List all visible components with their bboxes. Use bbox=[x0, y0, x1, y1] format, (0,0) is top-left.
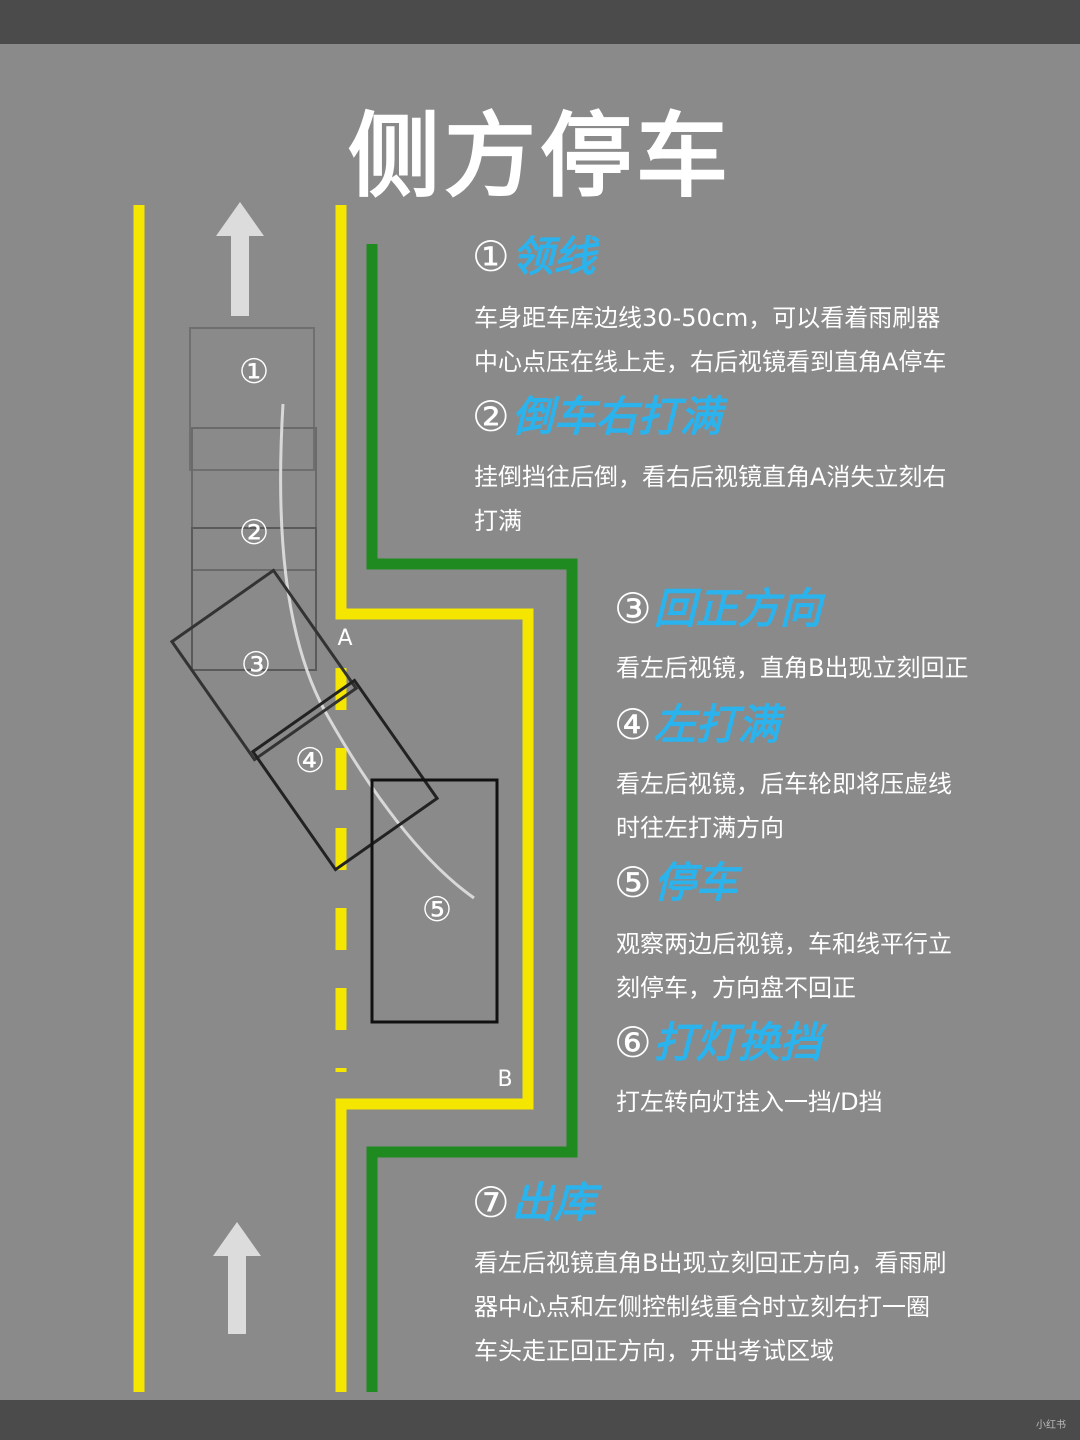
step-3-heading: ③回正方向 bbox=[614, 584, 822, 634]
step-2-line-2: 打满 bbox=[474, 507, 522, 535]
step-1-text: 车身距车库边线30-50cm，可以看着雨刷器 中心点压在线上走，右后视镜看到直角… bbox=[474, 296, 946, 384]
step-2-heading: ②倒车右打满 bbox=[472, 392, 722, 442]
car-position-3 bbox=[169, 568, 359, 762]
up-arrow-icon bbox=[213, 1222, 261, 1334]
car-label-4: ④ bbox=[295, 741, 325, 781]
car-position-2b bbox=[191, 527, 317, 671]
car-label-3: ③ bbox=[241, 645, 271, 685]
car-position-2 bbox=[191, 427, 317, 571]
step-1-line-1: 车身距车库边线30-50cm，可以看着雨刷器 bbox=[474, 304, 941, 332]
step-7-line-1: 看左后视镜直角B出现立刻回正方向，看雨刷 bbox=[474, 1249, 947, 1277]
step-1-name: 领线 bbox=[511, 232, 596, 281]
step-2-text: 挂倒挡往后倒，看右后视镜直角A消失立刻右 打满 bbox=[474, 455, 946, 543]
step-7-number: ⑦ bbox=[472, 1178, 510, 1227]
watermark: 小红书 bbox=[1036, 1420, 1066, 1431]
step-3-number: ③ bbox=[614, 584, 652, 633]
step-5-name: 停车 bbox=[653, 858, 738, 907]
bay-boundary-line bbox=[335, 205, 534, 1392]
up-arrow-icon bbox=[216, 202, 264, 316]
step-1-line-2: 中心点压在线上走，右后视镜看到直角A停车 bbox=[474, 348, 947, 376]
step-6-number: ⑥ bbox=[614, 1018, 652, 1067]
step-4-name: 左打满 bbox=[653, 700, 780, 749]
step-7-heading: ⑦出库 bbox=[472, 1178, 596, 1228]
step-1-heading: ①领线 bbox=[472, 232, 596, 282]
step-4-number: ④ bbox=[614, 700, 652, 749]
car-label-1: ① bbox=[239, 352, 269, 392]
step-2-number: ② bbox=[472, 392, 510, 441]
step-6-heading: ⑥打灯换挡 bbox=[614, 1018, 822, 1068]
step-5-text: 观察两边后视镜，车和线平行立 刻停车，方向盘不回正 bbox=[616, 922, 952, 1010]
step-1-number: ① bbox=[472, 232, 510, 281]
step-3-text: 看左后视镜，直角B出现立刻回正 bbox=[616, 646, 968, 690]
step-7-line-3: 车头走正回正方向，开出考试区域 bbox=[474, 1337, 834, 1365]
top-bar bbox=[0, 0, 1080, 44]
step-4-heading: ④左打满 bbox=[614, 700, 780, 750]
bottom-bar bbox=[0, 1400, 1080, 1440]
step-3-name: 回正方向 bbox=[653, 584, 822, 633]
corner-label-b: B bbox=[497, 1067, 512, 1092]
step-7-text: 看左后视镜直角B出现立刻回正方向，看雨刷 器中心点和左侧控制线重合时立刻右打一圈… bbox=[474, 1241, 946, 1373]
step-6-name: 打灯换挡 bbox=[653, 1018, 822, 1067]
step-7-line-2: 器中心点和左侧控制线重合时立刻右打一圈 bbox=[474, 1293, 930, 1321]
content-panel bbox=[0, 44, 1080, 1400]
step-6-text: 打左转向灯挂入一挡/D挡 bbox=[616, 1080, 883, 1124]
step-4-line-1: 看左后视镜，后车轮即将压虚线 bbox=[616, 770, 952, 798]
step-4-text: 看左后视镜，后车轮即将压虚线 时往左打满方向 bbox=[616, 762, 952, 850]
step-5-line-2: 刻停车，方向盘不回正 bbox=[616, 974, 856, 1002]
step-2-name: 倒车右打满 bbox=[511, 392, 722, 441]
control-line bbox=[366, 244, 578, 1392]
step-5-heading: ⑤停车 bbox=[614, 858, 738, 908]
step-5-number: ⑤ bbox=[614, 858, 652, 907]
car-position-1 bbox=[189, 327, 315, 471]
car-label-5: ⑤ bbox=[422, 890, 452, 930]
step-3-line-1: 看左后视镜，直角B出现立刻回正 bbox=[616, 654, 969, 682]
step-5-line-1: 观察两边后视镜，车和线平行立 bbox=[616, 930, 952, 958]
car-position-5 bbox=[370, 778, 499, 1024]
corner-label-a: A bbox=[337, 626, 352, 651]
car-position-4 bbox=[250, 678, 440, 872]
step-7-name: 出库 bbox=[511, 1178, 596, 1227]
page-title: 侧方停车 bbox=[347, 103, 732, 210]
trajectory-curve bbox=[279, 403, 475, 900]
step-2-line-1: 挂倒挡往后倒，看右后视镜直角A消失立刻右 bbox=[474, 463, 947, 491]
car-label-2: ② bbox=[239, 513, 269, 553]
step-4-line-2: 时往左打满方向 bbox=[616, 814, 784, 842]
step-6-line-1: 打左转向灯挂入一挡/D挡 bbox=[616, 1088, 883, 1116]
